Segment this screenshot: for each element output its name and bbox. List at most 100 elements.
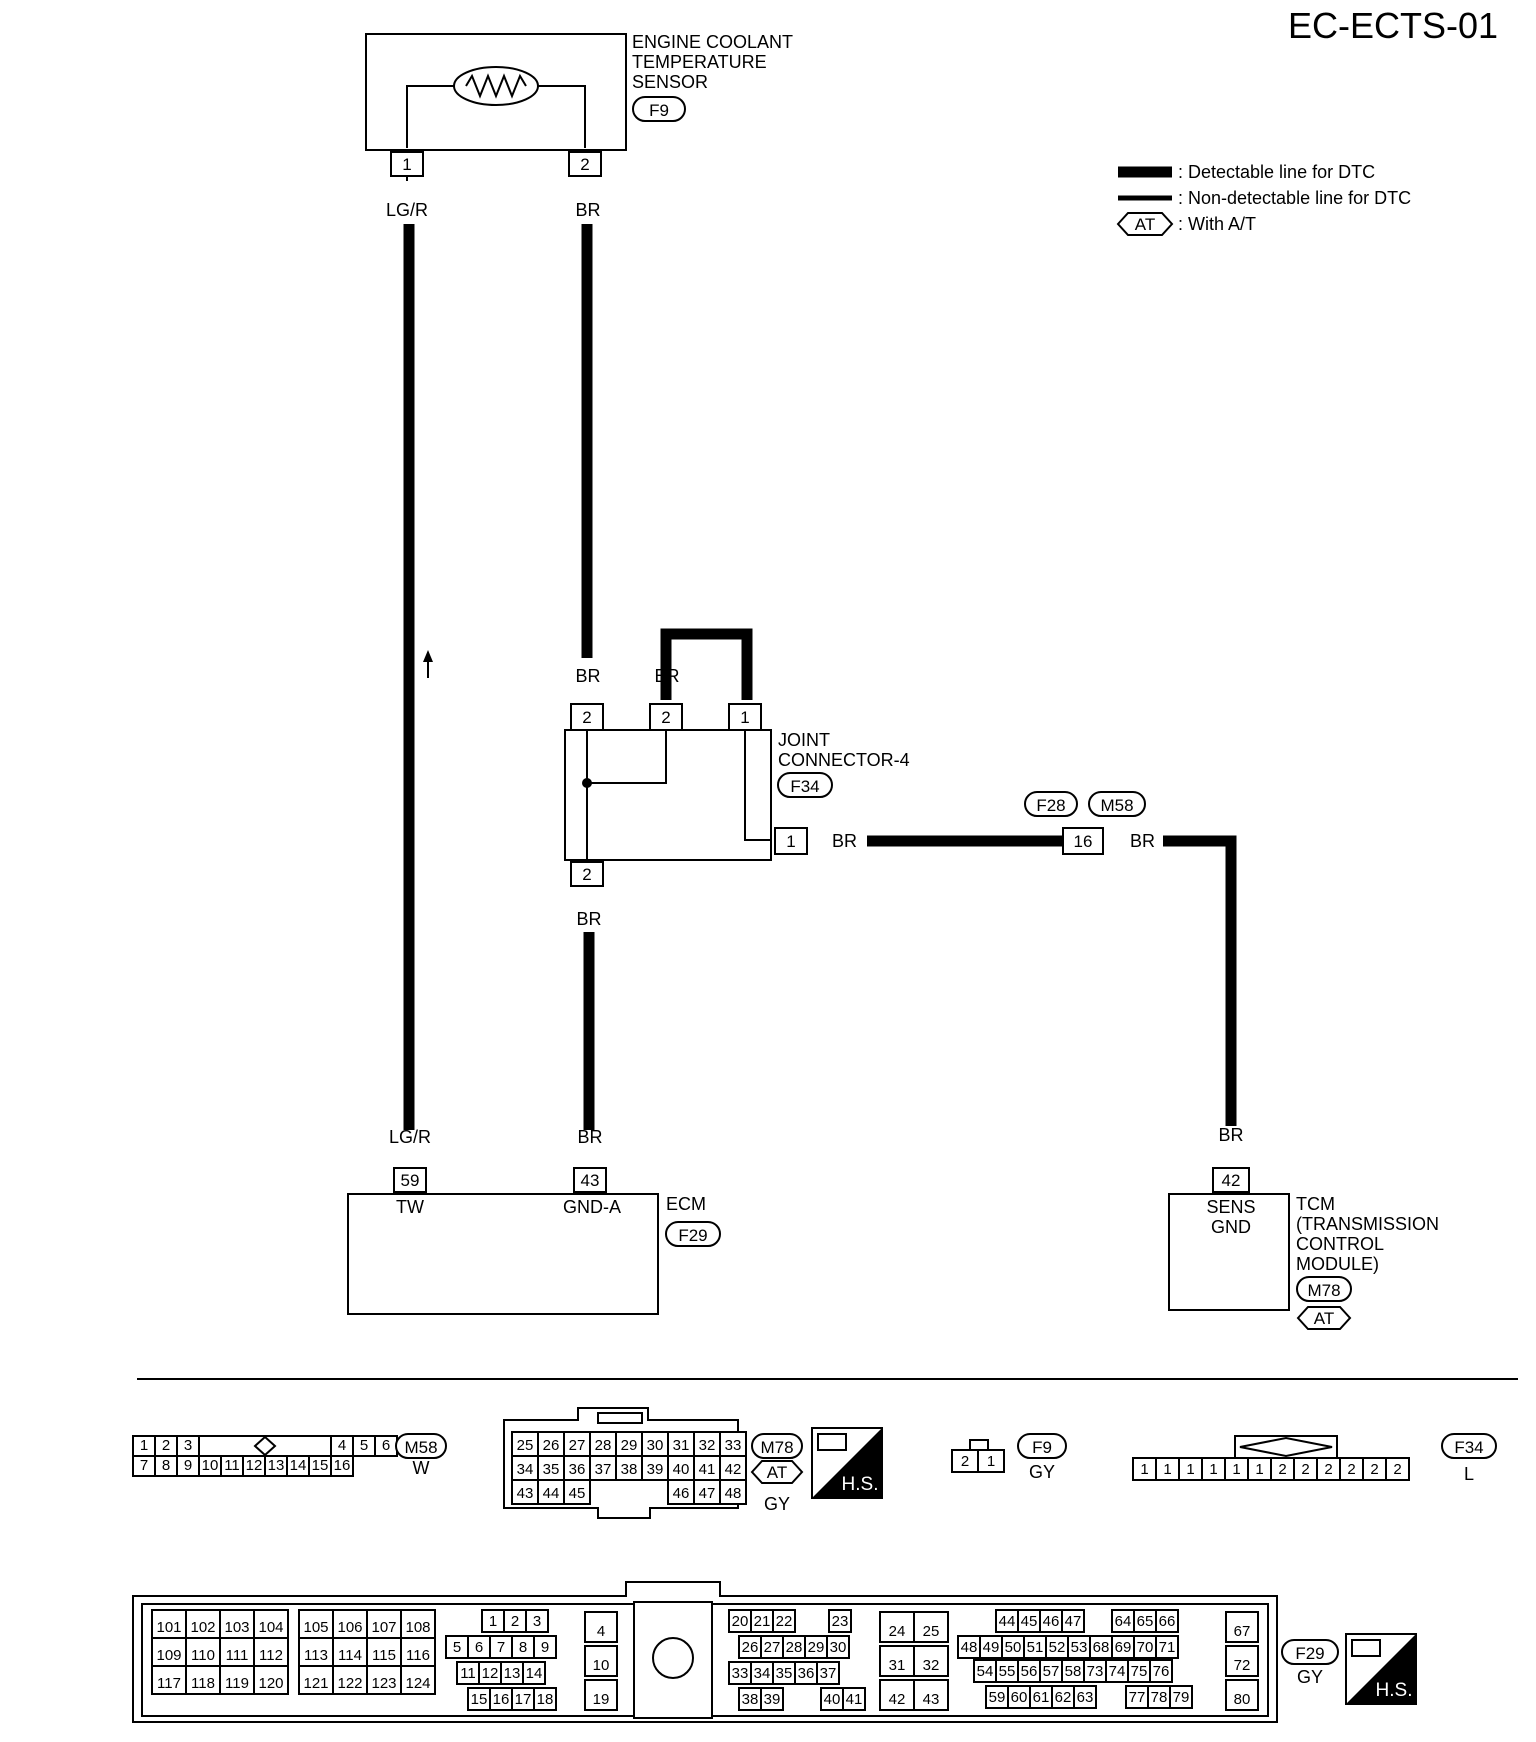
f29-b7-num: 64 [1115, 1613, 1132, 1630]
m78-r2-cell [719, 1455, 747, 1481]
f29-b2-num: 122 [337, 1675, 362, 1692]
f29-b1-num: 109 [156, 1647, 181, 1664]
tcm-name-line3: CONTROL [1296, 1234, 1384, 1254]
sensor-connector-id: F9 [649, 101, 669, 120]
f9-view-id: F9 [1032, 1438, 1052, 1457]
f29-b3-num: 14 [526, 1665, 543, 1682]
m78-r1-num: 26 [543, 1437, 560, 1454]
sensor-pin1-num: 1 [402, 155, 411, 174]
ecm-connector-id: F29 [678, 1226, 707, 1245]
f9-pin-num: 2 [961, 1453, 969, 1470]
f34-view-badge [1441, 1433, 1497, 1459]
resistor-zigzag-icon [465, 73, 527, 99]
signal-arrowhead-icon [423, 650, 433, 662]
m58-r2-num: 15 [312, 1457, 329, 1474]
joint-splice-dot [582, 778, 592, 788]
f29-b6-num: 43 [923, 1691, 940, 1708]
f34-pin-num: 2 [1278, 1461, 1286, 1478]
m78-r1-num: 33 [725, 1437, 742, 1454]
f29-b5-num: 34 [754, 1665, 771, 1682]
m58-key [198, 1435, 332, 1457]
f29-b3-num: 8 [519, 1639, 527, 1656]
f34-pin-num: 2 [1393, 1461, 1401, 1478]
m78-r2-num: 36 [569, 1461, 586, 1478]
f29-b2-num: 116 [406, 1647, 430, 1664]
f29-b3-num: 1 [489, 1613, 497, 1630]
f29-b1-num: 103 [224, 1619, 249, 1636]
f29-b7-num: 66 [1159, 1613, 1176, 1630]
f29-b2-num: 106 [337, 1619, 362, 1636]
f29-b7-cell [1061, 1609, 1085, 1633]
f29-b7-num: 60 [1011, 1689, 1028, 1706]
f29-b7-num: 59 [989, 1689, 1006, 1706]
m58-r2-num: 9 [184, 1457, 192, 1474]
m78-r1-cell [667, 1431, 695, 1457]
wire-label-lgr-top: LG/R [386, 200, 428, 220]
f29-b1-cell [151, 1665, 187, 1695]
f29-b6-num: 31 [889, 1657, 906, 1674]
f9-pin-cell [977, 1449, 1005, 1473]
f29-b1-cell [151, 1609, 187, 1639]
f29-b7-cell [1169, 1685, 1193, 1709]
f34-pin-num: 2 [1301, 1461, 1309, 1478]
f29-b7-num: 45 [1021, 1613, 1038, 1630]
f29-b7-num: 75 [1131, 1663, 1148, 1680]
f29-b3-cell [525, 1609, 549, 1633]
joint-internal-right [744, 730, 771, 841]
f29-hs-harness-icon [1351, 1639, 1381, 1657]
m78-hs-harness-icon [817, 1433, 847, 1451]
f29-b8-cell [1225, 1611, 1259, 1643]
f29-b4-num: 10 [593, 1657, 610, 1674]
f29-b7-num: 68 [1093, 1639, 1110, 1656]
m78-r2-num: 38 [621, 1461, 638, 1478]
f29-b3-num: 6 [475, 1639, 483, 1656]
f29-b6-num: 25 [923, 1623, 940, 1640]
f29-b8-num: 67 [1234, 1623, 1251, 1640]
wire-label-br-joint-right: BR [832, 831, 857, 851]
ecm-pin-gnd [573, 1167, 607, 1193]
m78-r3-num: 43 [517, 1485, 534, 1502]
m78-r2-num: 40 [673, 1461, 690, 1478]
m58-color: W [413, 1458, 430, 1478]
f29-b5-num: 41 [846, 1691, 863, 1708]
f29-b1-num: 110 [191, 1647, 215, 1664]
f29-b7-num: 53 [1071, 1639, 1088, 1656]
m78-r1-cell [537, 1431, 565, 1457]
m78-r1-num: 30 [647, 1437, 664, 1454]
m58-r1-num: 4 [338, 1437, 346, 1454]
m78-at-symbol [750, 1460, 804, 1484]
f29-b5-num: 27 [764, 1639, 781, 1656]
f29-b7-num: 77 [1129, 1689, 1146, 1706]
f34-pin-num: 1 [1163, 1461, 1171, 1478]
m78-r2-cell [667, 1455, 695, 1481]
f29-b6-cell [913, 1645, 949, 1677]
f29-color: GY [1297, 1667, 1323, 1687]
joint-pin-right [774, 827, 808, 855]
wire-label-br-below-joint: BR [576, 909, 601, 929]
m58-r1-num: 5 [360, 1437, 368, 1454]
joint-connector-4: BR BR 2 2 1 1 2 JOINT CONNECTOR-4 F34 [564, 628, 910, 887]
f29-b5-num: 36 [798, 1665, 815, 1682]
f29-b6-cell [879, 1645, 915, 1677]
joint-pin-bottom [570, 861, 604, 887]
sensor-name-line3: SENSOR [632, 72, 708, 92]
f29-b2-cell [332, 1609, 368, 1639]
f29-b2-num: 105 [303, 1619, 328, 1636]
m58-r1-num: 1 [140, 1437, 148, 1454]
joint-connector-badge [777, 772, 833, 798]
f29-b2-num: 114 [338, 1647, 362, 1664]
f29-b2-num: 115 [372, 1647, 396, 1664]
f29-b5-num: 33 [732, 1665, 749, 1682]
f29-b5-cell [826, 1635, 850, 1659]
m58-r2-num: 12 [246, 1457, 263, 1474]
m58-r2-num: 7 [140, 1457, 148, 1474]
tcm: 42 SENS GND TCM (TRANSMISSION CONTROL MO… [1168, 1167, 1439, 1330]
f29-b4-num: 4 [597, 1623, 605, 1640]
tcm-pin-num: 42 [1222, 1171, 1241, 1190]
relay-connector: F28 M58 16 [1024, 791, 1146, 855]
f29-b7-num: 52 [1049, 1639, 1066, 1656]
m58-r1-num: 3 [184, 1437, 192, 1454]
f29-b8-num: 80 [1234, 1691, 1251, 1708]
joint-pin-top-right [728, 703, 762, 731]
m58-view-badge [395, 1433, 447, 1459]
